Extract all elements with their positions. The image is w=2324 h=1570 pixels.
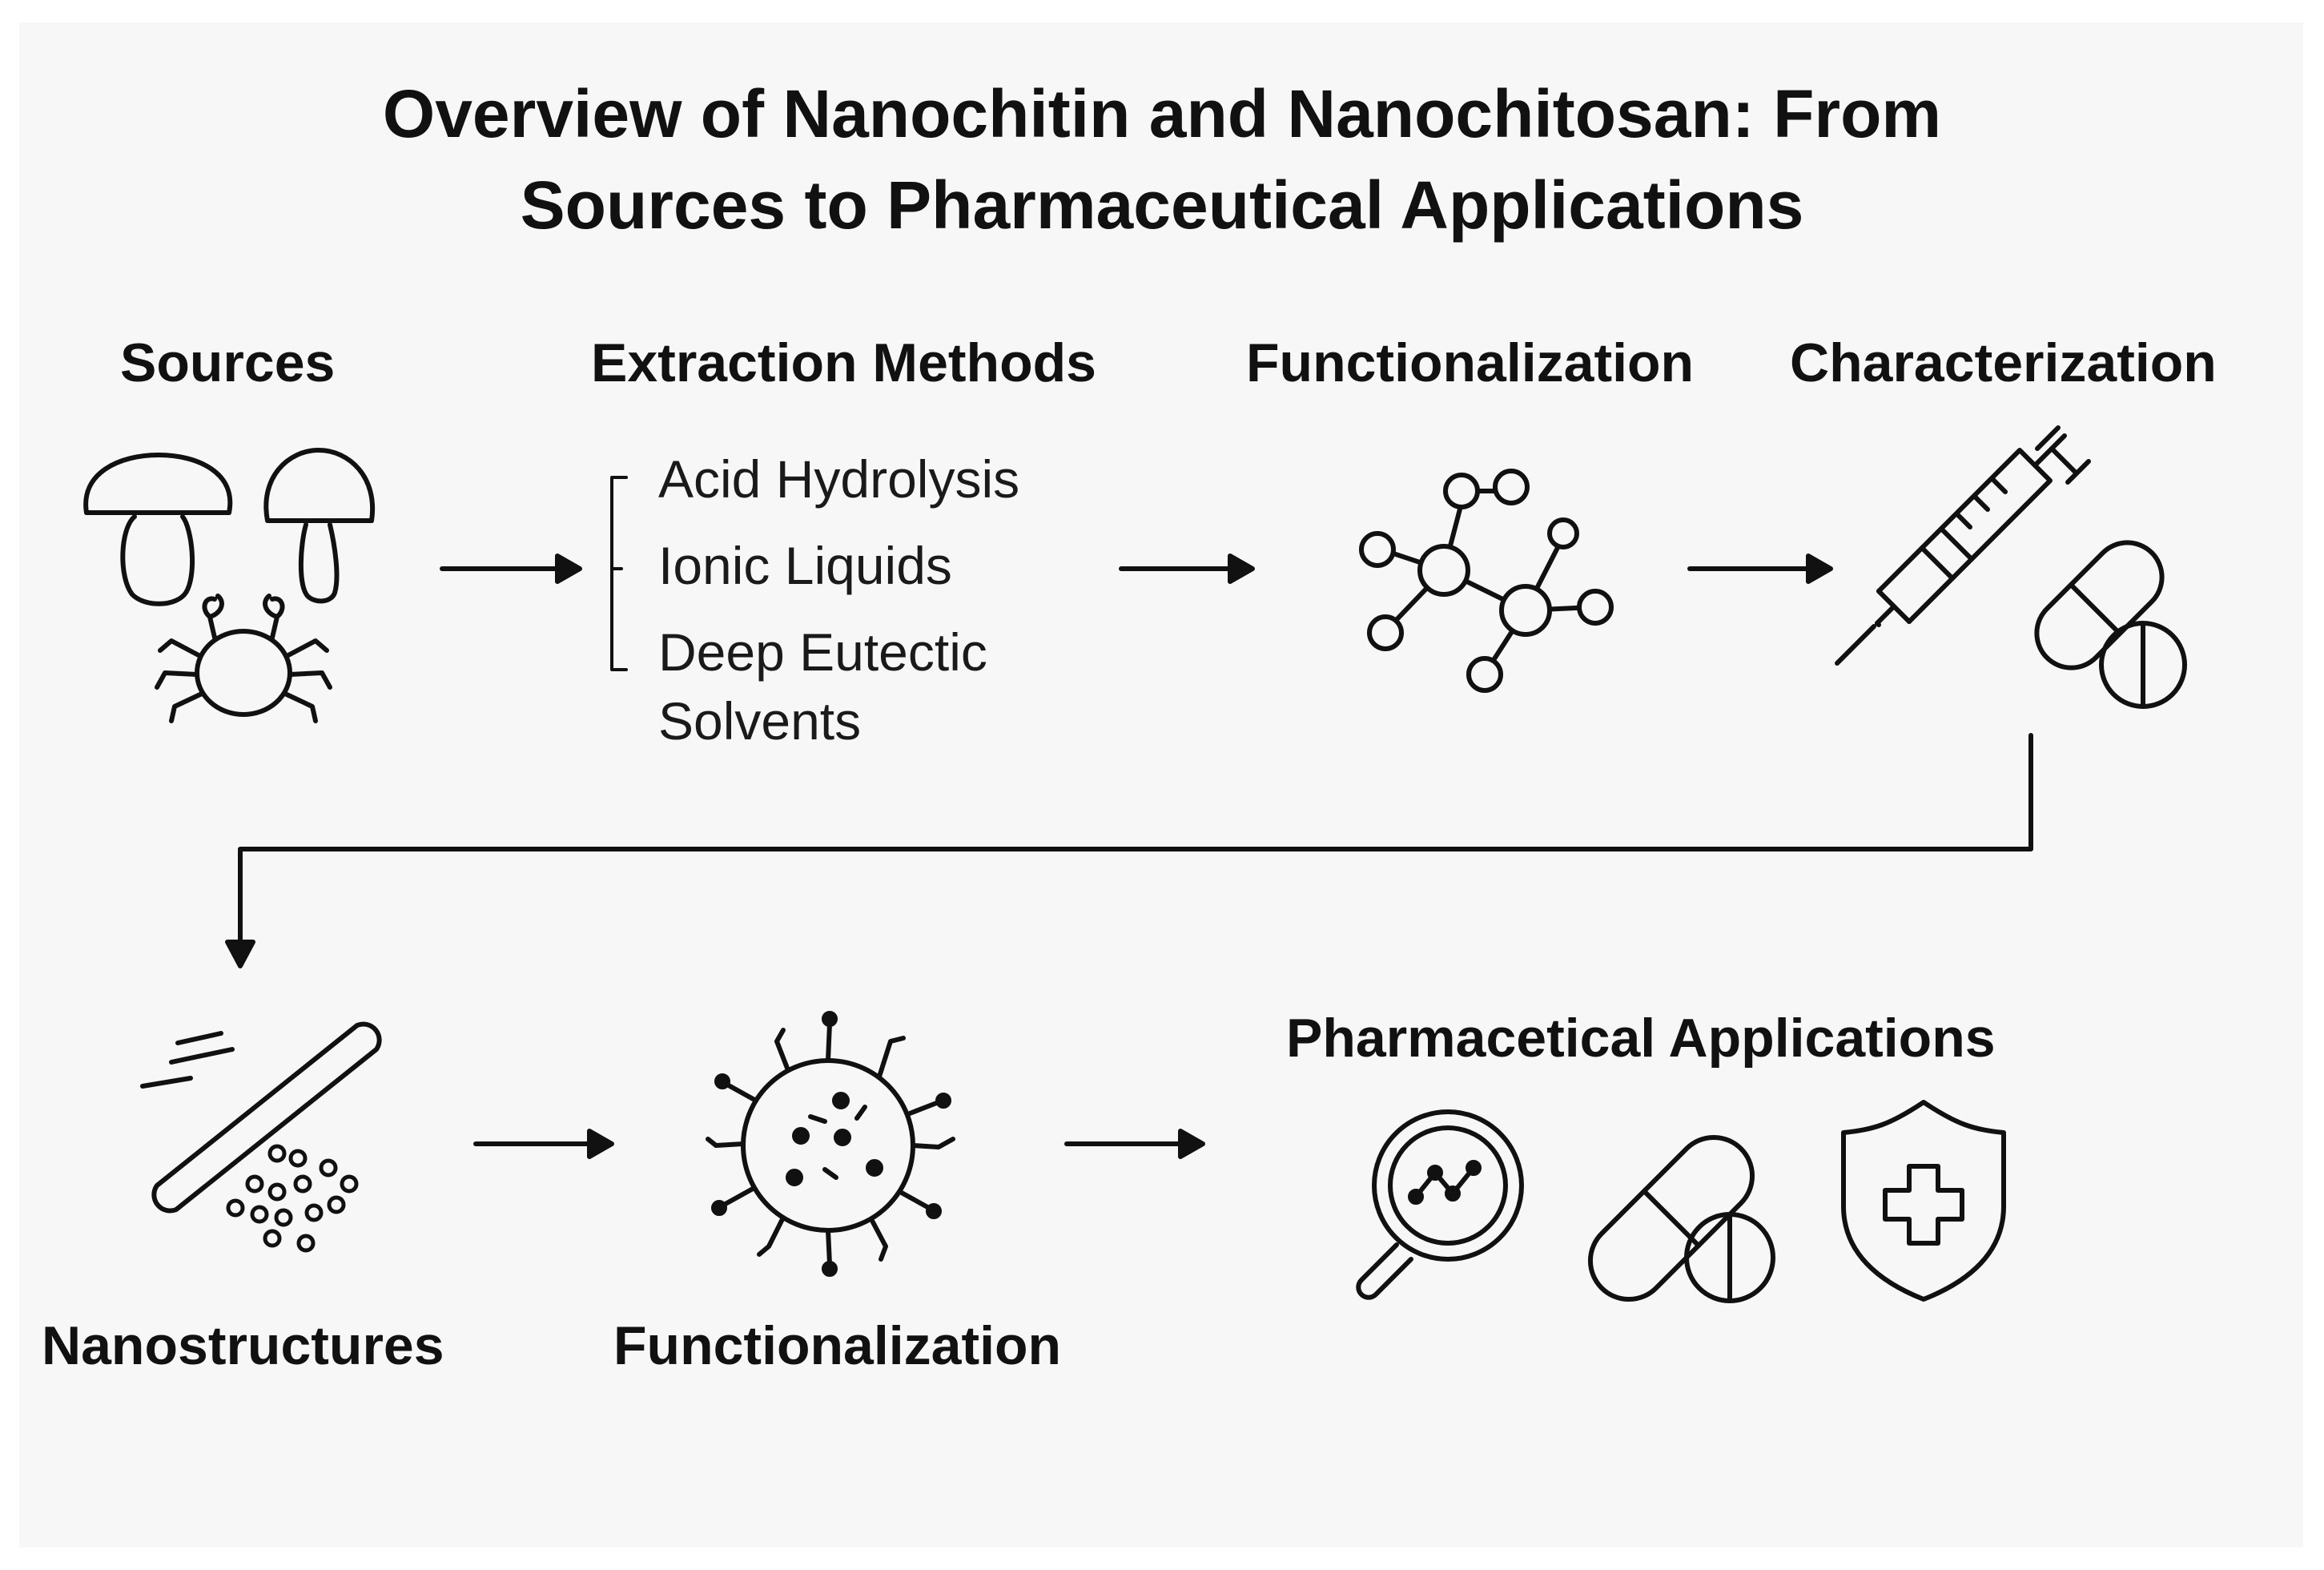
- molecule-network-icon: [1359, 469, 1614, 693]
- mushroom-icon: [263, 448, 376, 604]
- stage-label-functionalization-bottom: Functionalization: [613, 1315, 1062, 1376]
- syringe-icon: [1835, 425, 2091, 666]
- stage-label-sources: Sources: [120, 332, 336, 393]
- arrow-sources-to-extraction: [440, 554, 582, 584]
- mushroom-icon: [83, 453, 233, 606]
- shield-cross-icon: [1841, 1100, 2006, 1302]
- method-deep-eutectic-solvents-line-2: Solvents: [658, 691, 862, 751]
- extraction-bracket: [610, 476, 628, 671]
- method-deep-eutectic-solvents-line-1: Deep Eutectic: [658, 622, 987, 682]
- stage-label-functionalization: Functionalization: [1246, 332, 1695, 393]
- diagram-title-line-2: Sources to Pharmaceutical Applications: [520, 167, 1804, 243]
- method-ionic-liquids: Ionic Liquids: [658, 536, 952, 595]
- crab-icon: [155, 594, 332, 723]
- functionalized-nanoparticle-icon: [706, 1011, 955, 1277]
- arrow-functionalization-to-applications: [1064, 1129, 1205, 1159]
- stage-label-extraction-methods: Extraction Methods: [591, 332, 1096, 393]
- arrow-extraction-to-functionalization: [1119, 554, 1255, 584]
- stage-label-nanostructures: Nanostructures: [42, 1315, 444, 1376]
- nanoparticles-icon: [226, 1144, 359, 1253]
- tablet-icon: [2099, 621, 2187, 709]
- magnifier-chart-icon: [1356, 1109, 1524, 1300]
- method-acid-hydrolysis: Acid Hydrolysis: [658, 449, 1020, 509]
- connector-characterization-to-nanostructures: [225, 733, 2033, 968]
- diagram-panel: [19, 22, 2303, 1548]
- diagram-title-line-1: Overview of Nanochitin and Nanochitosan:…: [382, 76, 1942, 151]
- arrow-functionalization-to-characterization: [1687, 554, 1833, 584]
- tablet-icon: [1684, 1212, 1775, 1303]
- stage-label-pharmaceutical-applications: Pharmacetical Applications: [1286, 1008, 1996, 1069]
- arrow-nanostructures-to-functionalization: [473, 1129, 614, 1159]
- stage-label-characterization: Characterization: [1790, 332, 2217, 393]
- nanofiber-icon: [140, 1021, 382, 1214]
- capsule-icon: [2034, 540, 2165, 670]
